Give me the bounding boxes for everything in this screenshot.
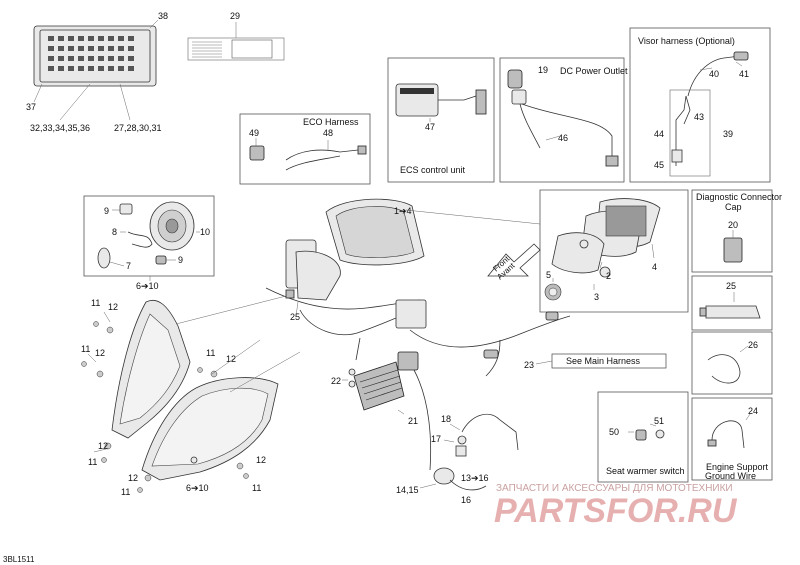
drawing-code: 3BL1511 [3, 555, 35, 564]
watermark: ЗАПЧАСТИ И АКСЕССУАРЫ ДЛЯ МОТОТЕХНИКИ PA… [494, 483, 738, 530]
callout-19: 19 [538, 65, 548, 75]
see-main-harness-label: See Main Harness [566, 356, 641, 366]
callout-23: 23 [524, 360, 534, 370]
callout-40: 40 [709, 69, 719, 79]
callout-44: 44 [654, 129, 664, 139]
callout-29: 29 [230, 11, 240, 21]
fasteners [81, 321, 249, 493]
gauge-exploded-panel: 4 2 3 5 [539, 189, 689, 313]
callout-8: 8 [112, 227, 117, 237]
callout-38: 38 [158, 11, 168, 21]
see-main-harness-tag: 23 See Main Harness [524, 353, 667, 370]
callout-11-e: 11 [121, 487, 130, 497]
callout-9-top: 9 [104, 206, 109, 216]
callout-39: 39 [723, 129, 733, 139]
ground-wire-title-1: Engine Support [706, 462, 769, 472]
ground-wire-panel: 24 Engine Support Ground Wire [691, 397, 773, 481]
ecs-control-unit-panel: 47 ECS control unit [387, 57, 495, 183]
callout-13-16: 13➔16 [461, 473, 489, 483]
callout-12-a: 12 [108, 302, 118, 312]
callout-47: 47 [425, 122, 435, 132]
visor-harness-panel: Visor harness (Optional) 40 41 43 44 39 … [629, 27, 771, 183]
visor-harness-title: Visor harness (Optional) [638, 36, 735, 46]
diagnostic-cap-panel: Diagnostic Connector Cap 20 [691, 189, 782, 273]
callout-43: 43 [694, 112, 704, 122]
right-headlight-housing [141, 377, 279, 481]
callout-12-c: 12 [226, 354, 236, 364]
dc-power-outlet-panel: DC Power Outlet 19 46 [499, 57, 628, 183]
callout-25-center: 25 [290, 312, 300, 322]
dc-power-outlet-title: DC Power Outlet [560, 66, 628, 76]
callout-45: 45 [654, 160, 664, 170]
eco-harness-panel: ECO Harness 49 48 [239, 113, 371, 185]
ground-wire-title-2: Ground Wire [705, 471, 756, 481]
callout-17: 17 [431, 434, 441, 444]
callout-16: 16 [461, 495, 471, 505]
callout-12-d: 12 [98, 441, 108, 451]
diagnostic-cap-title-1: Diagnostic Connector [696, 192, 782, 202]
callout-26: 26 [748, 340, 758, 350]
callout-51: 51 [654, 416, 664, 426]
diagnostic-cap-title-2: Cap [725, 202, 742, 212]
callout-48: 48 [323, 128, 333, 138]
callout-11-c: 11 [206, 348, 215, 358]
fuse-box-group: 38 37 32,33,34,35,36 27,28,30,31 [26, 11, 168, 133]
callout-1-4: 1➔4 [394, 206, 412, 216]
leader-lines [175, 295, 301, 393]
callout-41: 41 [739, 69, 749, 79]
callout-50: 50 [609, 427, 619, 437]
callout-22: 22 [331, 376, 341, 386]
left-headlight-housing [87, 300, 191, 453]
callout-21: 21 [408, 416, 418, 426]
cable-tie-panel: 26 [691, 331, 773, 395]
eco-harness-title: ECO Harness [303, 117, 359, 127]
fuse-label-sheet: 29 [187, 11, 285, 61]
callout-6-10-bottom: 6➔10 [186, 483, 209, 493]
ignition-switch-assembly: 18 17 13➔16 14,15 16 [396, 413, 519, 505]
watermark-line-2: PARTSFOR.RU [494, 492, 738, 530]
callout-32-36: 32,33,34,35,36 [30, 123, 90, 133]
instrument-cluster-assembly: 1➔4 [325, 198, 541, 266]
seat-warmer-panel: 51 50 Seat warmer switch [597, 391, 689, 483]
callout-9-bottom: 9 [178, 255, 183, 265]
callout-18: 18 [441, 414, 451, 424]
callout-5: 5 [546, 270, 551, 280]
callout-12-e: 12 [128, 473, 138, 483]
voltage-regulator: 22 21 [331, 361, 418, 426]
headlight-components-panel: 9 10 8 7 9 6➔10 [83, 195, 215, 291]
callout-2: 2 [606, 271, 611, 281]
grease-tube-panel: 25 [691, 275, 773, 331]
callout-14-15: 14,15 [396, 485, 419, 495]
callout-25-box: 25 [726, 281, 736, 291]
callout-11-a: 11 [91, 298, 100, 308]
front-direction-arrow: Front Avant [487, 243, 541, 281]
watermark-line-1: ЗАПЧАСТИ И АКСЕССУАРЫ ДЛЯ МОТОТЕХНИКИ [496, 483, 733, 494]
callout-27-31: 27,28,30,31 [114, 123, 162, 133]
callout-6-10-top: 6➔10 [136, 281, 159, 291]
callout-49: 49 [249, 128, 259, 138]
callout-12-b: 12 [95, 348, 105, 358]
ecs-control-unit-title: ECS control unit [400, 165, 466, 175]
callout-4: 4 [652, 262, 657, 272]
callout-11-f: 11 [252, 483, 261, 493]
callout-7: 7 [126, 261, 131, 271]
callout-46: 46 [558, 133, 568, 143]
callout-24: 24 [748, 406, 758, 416]
callout-10: 10 [200, 227, 210, 237]
callout-12-f: 12 [256, 455, 266, 465]
callout-11-b: 11 [81, 344, 90, 354]
callout-11-d: 11 [88, 457, 97, 467]
main-harness-center: 25 [265, 239, 571, 471]
callout-37: 37 [26, 102, 36, 112]
callout-3: 3 [594, 292, 599, 302]
seat-warmer-title: Seat warmer switch [606, 466, 685, 476]
callout-20: 20 [728, 220, 738, 230]
